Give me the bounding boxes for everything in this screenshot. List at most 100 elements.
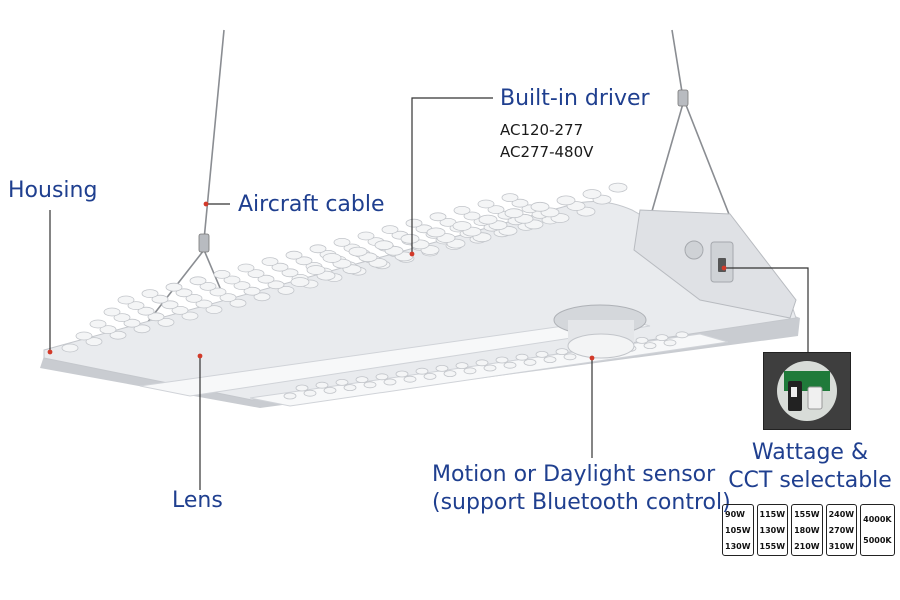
driver-spec-1: AC120-277 (500, 120, 583, 140)
cct-option: 5000K (863, 533, 891, 548)
led-cell (396, 371, 408, 377)
wattage-group-2: 115W 130W 155W (757, 504, 789, 556)
led-cell (214, 270, 230, 278)
led-cell (104, 308, 120, 316)
housing-label: Housing (8, 178, 97, 203)
led-cell (376, 374, 388, 380)
led-cell (336, 379, 348, 385)
led-cell (564, 354, 576, 360)
wattage-option: 180W (794, 523, 820, 538)
led-cell (656, 335, 668, 341)
wattage-switch-inset (763, 352, 851, 430)
selectable-label-line-2: CCT selectable (722, 468, 898, 493)
led-cell (284, 393, 296, 399)
led-cell (424, 373, 436, 379)
wattage-option: 210W (794, 539, 820, 554)
led-cell (496, 357, 508, 363)
led-cell (76, 332, 92, 340)
led-cell (291, 278, 309, 287)
led-cell (349, 247, 367, 256)
cct-option: 4000K (863, 512, 891, 527)
led-cell (644, 343, 656, 349)
wattage-option: 155W (760, 539, 786, 554)
led-cell (334, 238, 350, 246)
led-cell (304, 390, 316, 396)
led-cell (531, 202, 549, 211)
led-cell (323, 254, 341, 263)
dip-switch-icon (764, 353, 850, 429)
led-cell (286, 251, 302, 259)
led-cell (524, 359, 536, 365)
led-cell (516, 354, 528, 360)
led-cell (238, 264, 254, 272)
sensor-label-line-1: Motion or Daylight sensor (432, 462, 715, 487)
driver-spec-2: AC277-480V (500, 142, 593, 162)
led-cell (118, 296, 134, 304)
led-cell (430, 213, 446, 221)
wattage-cct-table: 90W 105W 130W 115W 130W 155W 155W 180W 2… (722, 504, 895, 556)
built-in-driver-label: Built-in driver (500, 86, 650, 111)
led-cell (664, 340, 676, 346)
led-cell (296, 385, 308, 391)
led-cell (356, 377, 368, 383)
led-cell (504, 362, 516, 368)
wattage-option: 105W (725, 523, 751, 538)
led-cell (478, 200, 494, 208)
wattage-option: 270W (829, 523, 855, 538)
led-cell (557, 196, 575, 205)
wattage-group-3: 155W 180W 210W (791, 504, 823, 556)
wattage-option: 130W (725, 539, 751, 554)
led-cell (427, 228, 445, 237)
led-cell (166, 283, 182, 291)
led-cell (456, 363, 468, 369)
led-cell (62, 344, 78, 352)
led-cell (505, 209, 523, 218)
wattage-group-1: 90W 105W 130W (722, 504, 754, 556)
led-cell (536, 351, 548, 357)
led-cell (484, 365, 496, 371)
wattage-option: 155W (794, 507, 820, 522)
led-cell (416, 368, 428, 374)
led-cell (262, 258, 278, 266)
led-cell (190, 277, 206, 285)
led-cell (358, 232, 374, 240)
led-cell (344, 385, 356, 391)
led-cell (142, 290, 158, 298)
led-cell (464, 368, 476, 374)
selectable-label-line-1: Wattage & (742, 440, 878, 465)
aircraft-cable-label: Aircraft cable (238, 192, 385, 217)
wattage-option: 240W (829, 507, 855, 522)
led-cell (583, 190, 601, 199)
led-cell (364, 382, 376, 388)
led-cell (404, 376, 416, 382)
led-cell (375, 241, 393, 250)
led-cell (401, 234, 419, 243)
cct-group: 4000K 5000K (860, 504, 894, 556)
led-cell (544, 357, 556, 363)
wattage-option: 90W (725, 507, 751, 522)
led-cell (316, 382, 328, 388)
led-cell (406, 219, 422, 227)
lens-label: Lens (172, 488, 223, 513)
led-cell (436, 365, 448, 371)
led-cell (676, 332, 688, 338)
led-cell (479, 215, 497, 224)
wattage-option: 130W (760, 523, 786, 538)
led-cell (444, 371, 456, 377)
led-cell (307, 266, 325, 275)
led-cell (324, 387, 336, 393)
led-cell (453, 222, 471, 231)
wattage-group-4: 240W 270W 310W (826, 504, 858, 556)
led-cell (384, 379, 396, 385)
wattage-option: 115W (760, 507, 786, 522)
sensor-label-line-2: (support Bluetooth control) (432, 490, 731, 515)
led-cell (454, 206, 470, 214)
wattage-option: 310W (829, 539, 855, 554)
led-cell (90, 320, 106, 328)
led-cell (382, 226, 398, 234)
led-cell (609, 183, 627, 192)
led-cell (556, 349, 568, 355)
led-cell (636, 337, 648, 343)
led-cell (310, 245, 326, 253)
led-cell (502, 194, 518, 202)
